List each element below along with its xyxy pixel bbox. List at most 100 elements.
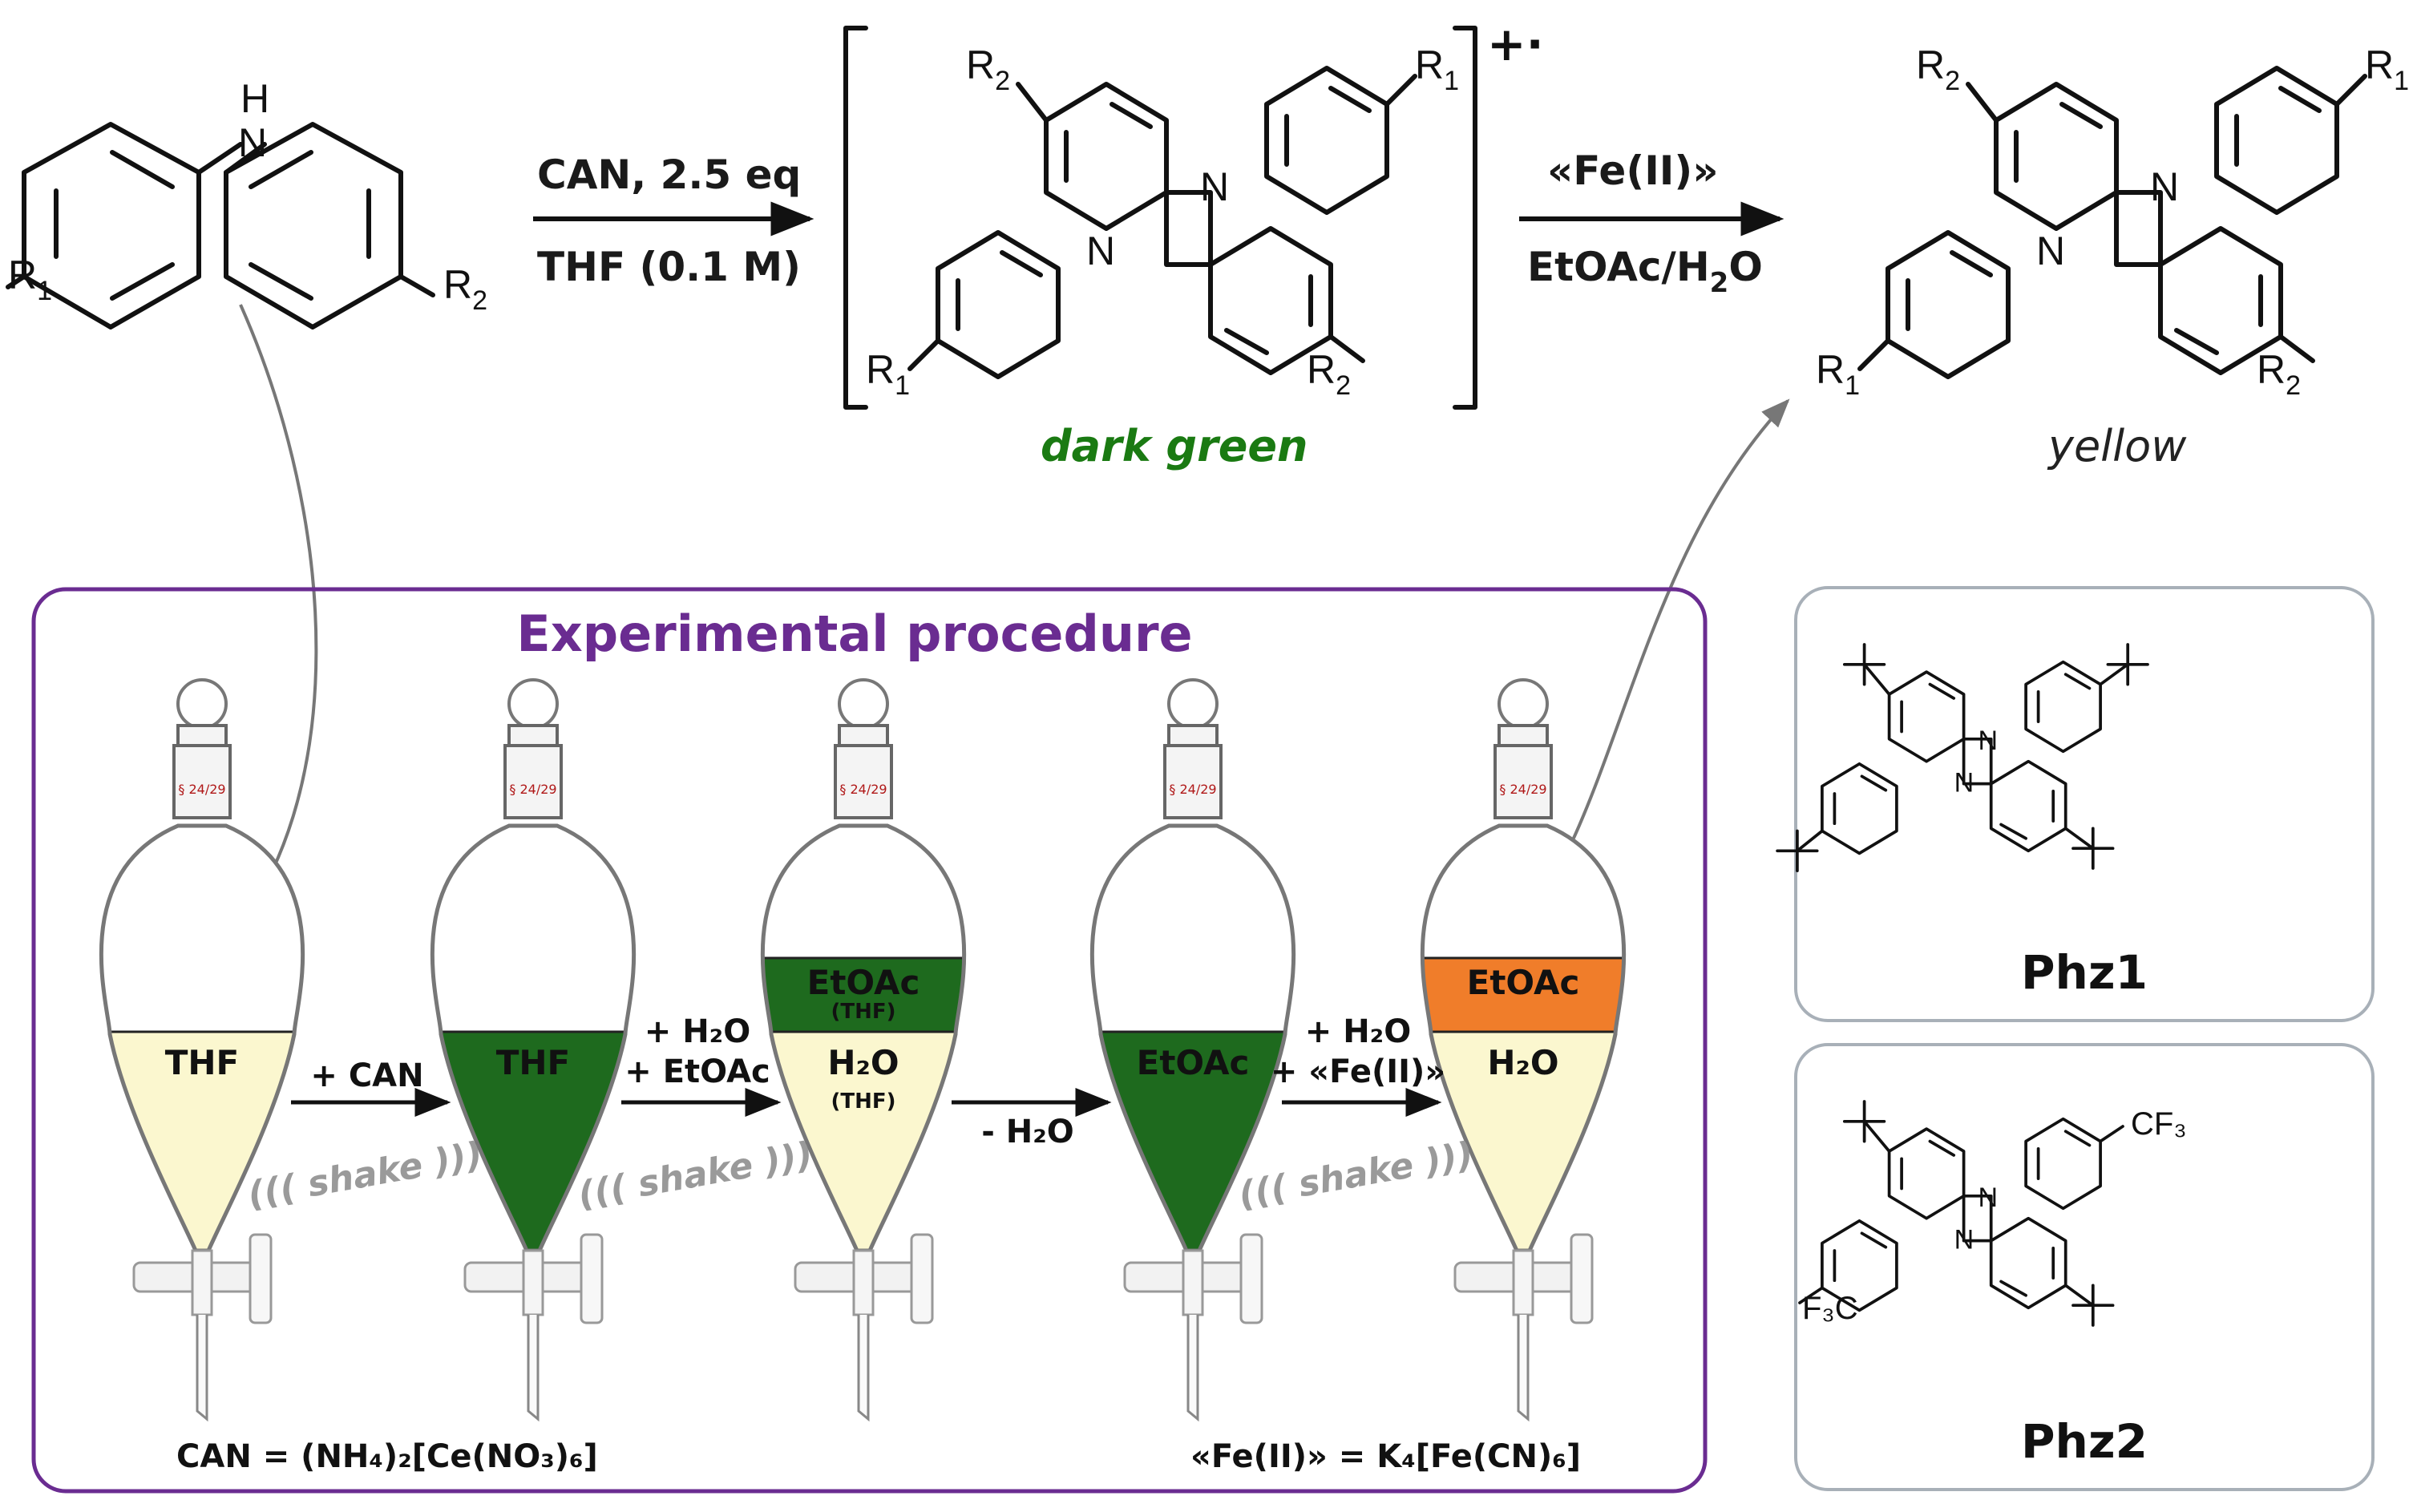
r1-top: R1: [1415, 42, 1459, 96]
svg-text:R2: R2: [2257, 347, 2301, 401]
funnel-stem: [1517, 1315, 1530, 1422]
funnel-stem: [857, 1315, 870, 1422]
joint-label: § 24/29: [1499, 782, 1546, 797]
procedure-frame: [31, 587, 1708, 1494]
lower-layer-label: THF: [165, 1043, 240, 1082]
footnote-can: CAN = (NH₄)₂[Ce(NO₃)₆]: [176, 1438, 598, 1475]
nh-hydrogen: H: [240, 76, 269, 121]
lower-layer-sublabel: (THF): [831, 1090, 895, 1114]
upper-layer-label: EtOAc: [1467, 963, 1580, 1002]
phenazine-structure: [1776, 643, 2149, 872]
nitrogen-label: N: [1978, 726, 1999, 756]
bracket-left: [843, 26, 868, 410]
stopcock-handle: [1570, 1233, 1594, 1324]
ring-left-double-bonds: [54, 150, 175, 301]
lower-layer-label: H₂O: [1487, 1043, 1558, 1082]
step-line1: - H₂O: [981, 1114, 1074, 1150]
stopper: [1498, 678, 1549, 730]
product-structure: N N R2 R1 R1 R2: [1816, 42, 2409, 401]
compound-name: Phz2: [2021, 1414, 2148, 1469]
procedure-step: - H₂O: [952, 1088, 1112, 1150]
amine-nitrogen: N: [238, 120, 267, 165]
step2-solvent: EtOAc/H2O: [1527, 244, 1763, 299]
joint-label: § 24/29: [1169, 782, 1216, 797]
funnel-stem: [527, 1315, 540, 1422]
procedure-title: Experimental procedure: [516, 604, 1192, 663]
step-line1: + CAN: [310, 1057, 423, 1094]
stopper: [507, 678, 559, 730]
ground-joint: [1163, 744, 1223, 819]
stopcock-handle: [910, 1233, 934, 1324]
step-line2: + EtOAc: [624, 1053, 770, 1090]
funnel-stem: [1186, 1315, 1199, 1422]
svg-text:N: N: [2036, 228, 2065, 273]
step-line1: + H₂O: [1305, 1013, 1411, 1050]
joint-label: § 24/29: [178, 782, 225, 797]
yellow-label: yellow: [2047, 421, 2187, 471]
lower-layer-label: EtOAc: [1137, 1043, 1250, 1082]
upper-layer: [762, 956, 964, 1033]
shake-label: ((( shake ))): [245, 1134, 485, 1216]
r2-label: R2: [443, 262, 487, 316]
step1-arrow-group: CAN, 2.5 eq THF (0.1 M): [533, 152, 814, 290]
ground-joint: [1493, 744, 1553, 819]
shake-label: ((( shake ))): [1235, 1134, 1476, 1216]
step1-solvent: THF (0.1 M): [537, 244, 801, 290]
f3c-label: F₃C: [1802, 1291, 1858, 1326]
stopper: [176, 678, 228, 730]
shake-label: ((( shake ))): [575, 1134, 815, 1216]
dark-green-label: dark green: [1041, 421, 1308, 471]
svg-text:N: N: [2150, 164, 2179, 209]
r1-label: R1: [8, 253, 52, 306]
cf3-label: CF₃: [2131, 1106, 2187, 1142]
r-bonds: [6, 274, 435, 297]
step-line1: + H₂O: [645, 1013, 750, 1050]
starting-material-diarylamine: H N R1 R2: [6, 76, 487, 329]
step-line2: + «Fe(II)»: [1271, 1053, 1445, 1090]
radical-charge: +·: [1487, 17, 1544, 71]
bracket-right: [1453, 26, 1477, 410]
nh-bonds: [196, 142, 267, 175]
upper-layer-label: EtOAc: [807, 963, 920, 1002]
ground-joint: [503, 744, 563, 819]
phenazine-structure: [1798, 1100, 2124, 1327]
nitrogen-label: N: [1978, 1183, 1999, 1213]
step2-arrow-group: «Fe(II)» EtOAc/H2O: [1519, 148, 1784, 299]
svg-text:R1: R1: [2365, 42, 2409, 96]
ground-joint: [172, 744, 232, 819]
nitrogen-bottom: N: [1086, 228, 1115, 273]
phenazine-core-1: [907, 66, 1417, 379]
ring-right-double-bonds: [249, 150, 371, 301]
example-box-frame: [1794, 586, 2375, 1022]
upper-layer-sublabel: (THF): [831, 1000, 895, 1024]
step1-reagent: CAN, 2.5 eq: [537, 152, 801, 198]
joint-label: § 24/29: [839, 782, 887, 797]
funnel-stem: [196, 1315, 208, 1422]
joint-label: § 24/29: [509, 782, 556, 797]
lower-layer-label: H₂O: [827, 1043, 899, 1082]
radical-cation-structure: N N R2 R1 R1 R2 +· dark green: [843, 17, 1544, 471]
stopper: [838, 678, 889, 730]
nitrogen-label: N: [1954, 768, 1974, 798]
ground-joint: [834, 744, 893, 819]
stopper: [1167, 678, 1219, 730]
r1-bottom: R1: [866, 347, 910, 401]
r2-bottom: R2: [1307, 347, 1351, 401]
step2-reagent: «Fe(II)»: [1547, 148, 1719, 194]
example-box-frame: [1794, 1043, 2375, 1491]
r2-top: R2: [966, 42, 1010, 96]
svg-text:R1: R1: [1816, 347, 1860, 401]
stopcock-handle: [1239, 1233, 1263, 1324]
nitrogen-label: N: [1954, 1225, 1974, 1255]
example-compound-box: CF₃ F₃C NN Phz2: [1794, 1043, 2375, 1491]
lower-layer-label: THF: [496, 1043, 571, 1082]
nitrogen-top: N: [1200, 164, 1229, 209]
svg-text:R2: R2: [1916, 42, 1960, 96]
example-compound-box: NN Phz1: [1776, 586, 2375, 1022]
compound-name: Phz1: [2021, 945, 2148, 1000]
